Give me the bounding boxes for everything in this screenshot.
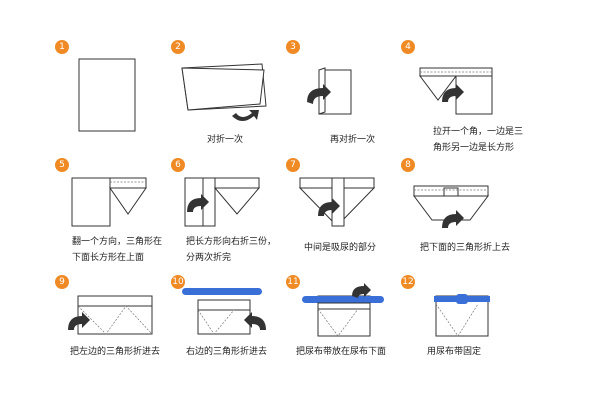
- step-10-illustration: [182, 288, 266, 335]
- step-9-illustration: [68, 295, 153, 335]
- step-5-illustration: [71, 177, 147, 227]
- step-3-illustration: [307, 67, 352, 115]
- step-7-number: 7: [286, 158, 300, 172]
- step-9-caption: 把左边的三角形折进去: [70, 347, 161, 357]
- step-2-illustration: [181, 63, 267, 121]
- step-7-caption: 中间是吸尿的部分: [304, 243, 377, 253]
- step-2-caption: 对折一次: [207, 135, 244, 145]
- step-11-illustration: [302, 283, 384, 337]
- step-7-illustration: [298, 177, 376, 227]
- step-3-number: 3: [286, 40, 300, 54]
- step-3-caption: 再对折一次: [330, 135, 376, 145]
- step-8-number: 8: [401, 158, 415, 172]
- step-11-number: 11: [286, 275, 300, 289]
- step-4-illustration: [419, 67, 493, 115]
- step-10-caption: 右边的三角形折进去: [186, 347, 268, 357]
- step-5-caption-line2: 下面长方形在上面: [72, 253, 145, 263]
- step-6-caption-line1: 把长方形向右折三份，: [186, 237, 277, 247]
- step-1-number: 1: [55, 40, 69, 54]
- step-6-illustration: [184, 177, 261, 227]
- step-5-caption-line1: 翻一个方向，三角形在: [72, 237, 163, 247]
- step-2-number: 2: [171, 40, 185, 54]
- step-12-number: 12: [401, 275, 415, 289]
- step-8-caption: 把下面的三角形折上去: [420, 243, 511, 253]
- step-4-number: 4: [401, 40, 415, 54]
- step-6-caption-line2: 分两次折完: [186, 253, 232, 263]
- step-8-illustration: [413, 185, 489, 228]
- step-12-illustration: [434, 294, 490, 337]
- step-12-caption: 用尿布带固定: [427, 347, 482, 357]
- step-1-illustration: [78, 58, 136, 132]
- step-10-number: 10: [171, 275, 185, 289]
- step-6-number: 6: [171, 158, 185, 172]
- step-5-number: 5: [55, 158, 69, 172]
- step-4-caption-line1: 拉开一个角，一边是三: [433, 127, 524, 137]
- step-4-caption-line2: 角形另一边是长方形: [433, 143, 515, 153]
- step-11-caption: 把尿布带放在尿布下面: [296, 347, 387, 357]
- step-9-number: 9: [55, 275, 69, 289]
